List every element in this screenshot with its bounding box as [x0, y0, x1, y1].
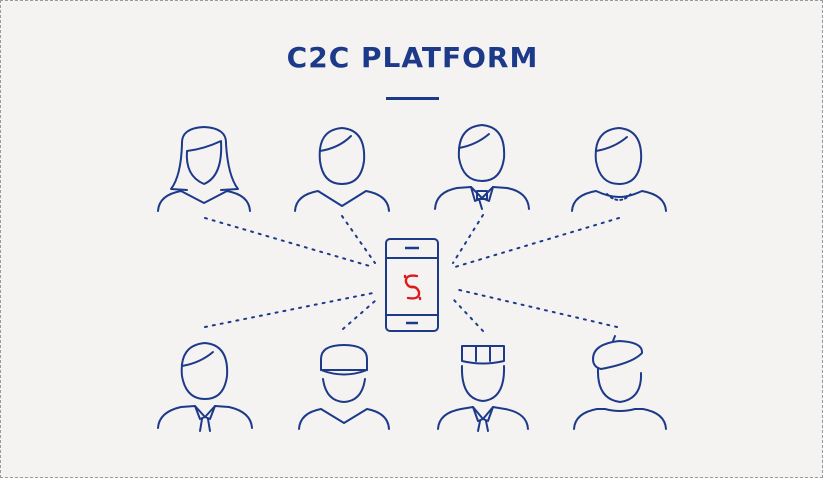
chef-avatar-icon	[437, 345, 529, 432]
man-with-necklace-avatar-icon	[571, 127, 667, 212]
connector-8	[454, 288, 618, 328]
connector-6	[342, 300, 376, 330]
smartphone-icon	[385, 238, 439, 332]
man-with-bowtie-avatar-icon	[434, 124, 530, 210]
title-underline	[386, 97, 439, 100]
connector-1	[204, 217, 374, 268]
page-title: C2C PLATFORM	[286, 41, 539, 74]
man-with-tie-avatar-icon	[157, 342, 253, 432]
man-avatar-icon	[294, 127, 390, 212]
beret-avatar-icon	[573, 335, 667, 430]
app-logo-icon	[403, 274, 422, 301]
connector-5	[204, 292, 374, 328]
connector-7	[452, 298, 484, 332]
woman-avatar-icon	[157, 126, 251, 212]
connector-4	[454, 217, 620, 268]
connection-lines	[204, 214, 620, 332]
connector-3	[452, 214, 484, 264]
connector-2	[341, 215, 376, 264]
man-with-cap-avatar-icon	[298, 344, 390, 430]
